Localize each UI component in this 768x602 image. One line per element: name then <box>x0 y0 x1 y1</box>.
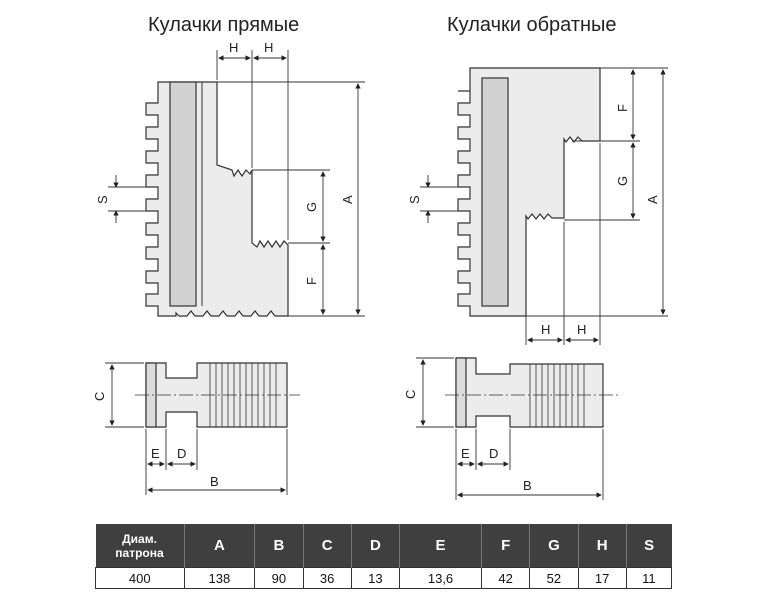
dim-label-f-straight: F <box>304 277 319 285</box>
cell-g: 52 <box>529 567 579 589</box>
cell-b: 90 <box>254 567 304 589</box>
header-b: B <box>254 524 304 568</box>
dim-label-s-straight: S <box>95 195 110 204</box>
dim-label-c-straight: C <box>92 392 107 401</box>
header-chuck-diameter: Диам. патрона <box>95 524 184 568</box>
dim-label-b-straight: B <box>210 474 219 489</box>
cell-f: 42 <box>481 567 531 589</box>
dim-label-f-reverse: F <box>615 104 630 112</box>
reverse-jaw-top-view <box>445 357 618 428</box>
header-f: F <box>481 524 530 568</box>
dim-label-h-reverse-2: H <box>577 322 586 337</box>
straight-top-dimensions <box>105 362 288 495</box>
dim-label-d-reverse: D <box>489 446 498 461</box>
header-a: A <box>183 524 255 568</box>
dim-label-a-straight: A <box>340 195 355 204</box>
dim-label-s-reverse: S <box>407 195 422 204</box>
cell-a: 138 <box>183 567 256 589</box>
title-reverse-jaws: Кулачки обратные <box>447 14 617 36</box>
header-g: G <box>529 524 579 568</box>
header-h: H <box>577 524 627 568</box>
cell-c: 36 <box>302 567 352 589</box>
header-chuck-diameter-line2: патрона <box>115 545 164 560</box>
cell-h: 17 <box>577 567 627 589</box>
table-row: 400 138 90 36 13 13,6 42 52 17 11 <box>95 567 673 589</box>
header-c: C <box>302 524 352 568</box>
dim-label-h-straight-1: H <box>229 40 238 55</box>
straight-jaw-top-view <box>135 362 300 428</box>
reverse-top-dimensions <box>416 357 604 500</box>
jaw-drawings: H H G F A S F G A H H S <box>92 40 668 500</box>
cell-diameter: 400 <box>95 567 185 589</box>
straight-jaw-dimensions <box>108 50 365 317</box>
dim-label-h-reverse-1: H <box>541 322 550 337</box>
dim-label-g-straight: G <box>304 202 319 212</box>
dim-label-g-reverse: G <box>615 176 630 186</box>
dim-label-c-reverse: C <box>403 390 418 399</box>
table-header-row: Диам. патрона A B C D E F G H S <box>95 524 672 568</box>
header-d: D <box>350 524 400 568</box>
cell-d: 13 <box>350 567 401 589</box>
header-e: E <box>398 524 482 568</box>
straight-jaw-side-view <box>145 81 289 317</box>
dim-label-b-reverse: B <box>523 478 532 493</box>
dim-label-d-straight: D <box>177 446 186 461</box>
cell-e: 13,6 <box>398 567 483 589</box>
title-straight-jaws: Кулачки прямые <box>148 14 300 36</box>
dim-label-e-straight: E <box>151 446 160 461</box>
reverse-jaw-side-view <box>457 67 601 317</box>
dim-label-h-straight-2: H <box>264 40 273 55</box>
header-chuck-diameter-line1: Диам. <box>122 531 157 546</box>
dimensions-table: Диам. патрона A B C D E F G H S 400 138 … <box>95 524 673 589</box>
dim-label-a-reverse: A <box>645 195 660 204</box>
header-s: S <box>625 524 672 568</box>
dim-label-e-reverse: E <box>461 446 470 461</box>
cell-s: 11 <box>625 567 673 589</box>
reverse-jaw-dimensions <box>420 67 668 345</box>
